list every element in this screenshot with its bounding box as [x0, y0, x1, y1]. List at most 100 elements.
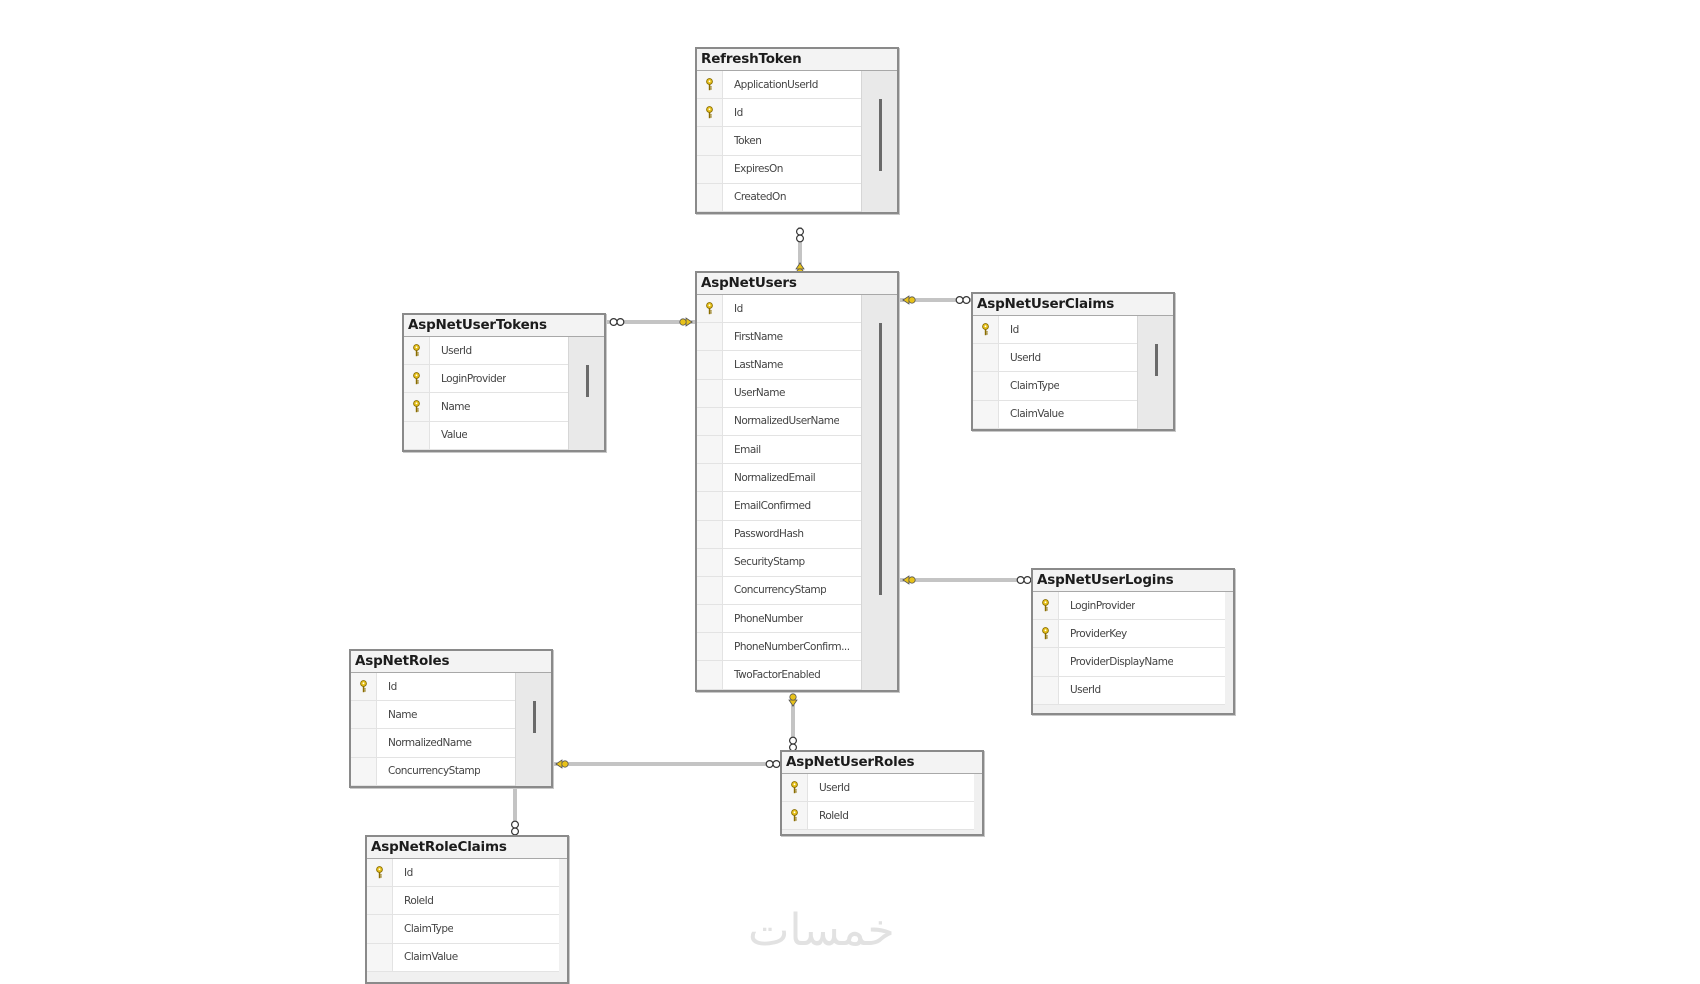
table-scrollbar[interactable]	[1137, 316, 1173, 429]
key-cell	[1033, 676, 1059, 704]
key-end-icon	[555, 759, 569, 769]
table-title[interactable]: AspNetUserTokens	[404, 315, 604, 337]
key-cell	[367, 943, 393, 971]
column-row[interactable]: Id	[973, 316, 1137, 345]
column-row[interactable]: ClaimValue	[367, 943, 559, 972]
column-row[interactable]: Id	[351, 673, 515, 702]
table-scrollbar[interactable]	[568, 337, 604, 450]
column-row[interactable]: ApplicationUserId	[697, 71, 861, 100]
scrollbar-thumb[interactable]	[879, 323, 882, 595]
column-row[interactable]: Token	[697, 127, 861, 156]
column-row[interactable]: LoginProvider	[1033, 592, 1225, 621]
column-row[interactable]: Id	[697, 295, 861, 324]
column-row[interactable]: RoleId	[782, 802, 974, 831]
column-name: NormalizedName	[388, 736, 472, 749]
table-title[interactable]: AspNetRoleClaims	[367, 837, 567, 859]
table-asp-net-user-roles[interactable]: AspNetUserRoles UserId RoleId	[780, 750, 984, 836]
column-row[interactable]: ConcurrencyStamp	[697, 576, 861, 606]
column-row[interactable]: CreatedOn	[697, 183, 861, 212]
column-row[interactable]: PhoneNumber	[697, 605, 861, 634]
column-row[interactable]: UserId	[404, 337, 568, 366]
column-name: Id	[404, 866, 413, 879]
scrollbar-thumb[interactable]	[586, 365, 589, 397]
column-row[interactable]: PasswordHash	[697, 520, 861, 549]
column-name: Name	[388, 708, 417, 721]
column-row[interactable]: ClaimValue	[973, 400, 1137, 429]
scrollbar-thumb[interactable]	[533, 701, 536, 733]
table-asp-net-user-tokens[interactable]: AspNetUserTokens UserId LoginProvider Na…	[402, 313, 606, 452]
column-row[interactable]: NormalizedEmail	[697, 464, 861, 493]
column-row[interactable]: EmailConfirmed	[697, 492, 861, 521]
column-row[interactable]: Id	[697, 99, 861, 128]
column-list: UserId RoleId	[782, 774, 982, 834]
column-name: UserId	[1010, 351, 1041, 364]
column-row[interactable]: TwoFactorEnabled	[697, 661, 861, 690]
column-row[interactable]: LoginProvider	[404, 365, 568, 394]
infinity-end-icon	[609, 318, 625, 327]
column-row[interactable]: Email	[697, 435, 861, 465]
column-row[interactable]: UserId	[1033, 676, 1225, 705]
column-row[interactable]: Name	[404, 393, 568, 422]
scrollbar-thumb[interactable]	[1155, 344, 1158, 376]
key-end-icon	[902, 295, 916, 305]
column-name: UserId	[441, 344, 472, 357]
column-row[interactable]: Id	[367, 859, 559, 888]
column-row[interactable]: FirstName	[697, 323, 861, 352]
column-row[interactable]: Name	[351, 701, 515, 730]
column-row[interactable]: UserId	[973, 344, 1137, 373]
primary-key-icon	[376, 866, 383, 879]
scrollbar-thumb[interactable]	[879, 99, 882, 171]
column-row[interactable]: ProviderKey	[1033, 620, 1225, 649]
primary-key-icon	[413, 400, 420, 413]
key-end-icon	[679, 317, 693, 327]
table-title[interactable]: AspNetUserClaims	[973, 294, 1173, 316]
table-title[interactable]: AspNetUsers	[697, 273, 897, 295]
primary-key-icon	[1042, 599, 1049, 612]
infinity-end-icon	[511, 820, 520, 836]
column-row[interactable]: UserId	[782, 774, 974, 803]
column-name: ClaimType	[1010, 379, 1060, 392]
key-cell	[697, 183, 723, 211]
key-cell	[367, 859, 393, 887]
column-name: RoleId	[404, 894, 434, 907]
table-scrollbar[interactable]	[861, 295, 897, 690]
column-row[interactable]: LastName	[697, 351, 861, 380]
key-cell	[697, 323, 723, 351]
column-row[interactable]: Value	[404, 421, 568, 450]
column-row[interactable]: SecurityStamp	[697, 548, 861, 577]
column-row[interactable]: ConcurrencyStamp	[351, 757, 515, 786]
column-row[interactable]: ClaimType	[973, 372, 1137, 401]
table-scrollbar[interactable]	[861, 71, 897, 212]
column-name: ProviderDisplayName	[1070, 655, 1174, 668]
column-row[interactable]: ExpiresOn	[697, 155, 861, 184]
column-row[interactable]: NormalizedUserName	[697, 407, 861, 436]
key-cell	[404, 365, 430, 393]
column-row[interactable]: NormalizedName	[351, 729, 515, 758]
column-row[interactable]: ProviderDisplayName	[1033, 648, 1225, 677]
column-name: Token	[734, 134, 762, 147]
table-title[interactable]: AspNetUserLogins	[1033, 570, 1233, 592]
primary-key-icon	[791, 809, 798, 822]
table-title[interactable]: RefreshToken	[697, 49, 897, 71]
table-scrollbar[interactable]	[515, 673, 551, 786]
key-cell	[351, 757, 377, 785]
infinity-end-icon	[955, 296, 971, 305]
primary-key-icon	[706, 302, 713, 315]
column-row[interactable]: UserName	[697, 379, 861, 408]
column-name: EmailConfirmed	[734, 499, 811, 512]
column-row[interactable]: RoleId	[367, 887, 559, 916]
column-row[interactable]: ClaimType	[367, 915, 559, 944]
column-name: ClaimValue	[1010, 408, 1064, 421]
column-name: Id	[734, 302, 743, 315]
key-cell	[697, 295, 723, 323]
column-row[interactable]: PhoneNumberConfirm...	[697, 633, 861, 662]
column-name: ClaimType	[404, 922, 454, 935]
table-title[interactable]: AspNetRoles	[351, 651, 551, 673]
table-asp-net-user-logins[interactable]: AspNetUserLogins LoginProvider ProviderK…	[1031, 568, 1235, 715]
table-title[interactable]: AspNetUserRoles	[782, 752, 982, 774]
